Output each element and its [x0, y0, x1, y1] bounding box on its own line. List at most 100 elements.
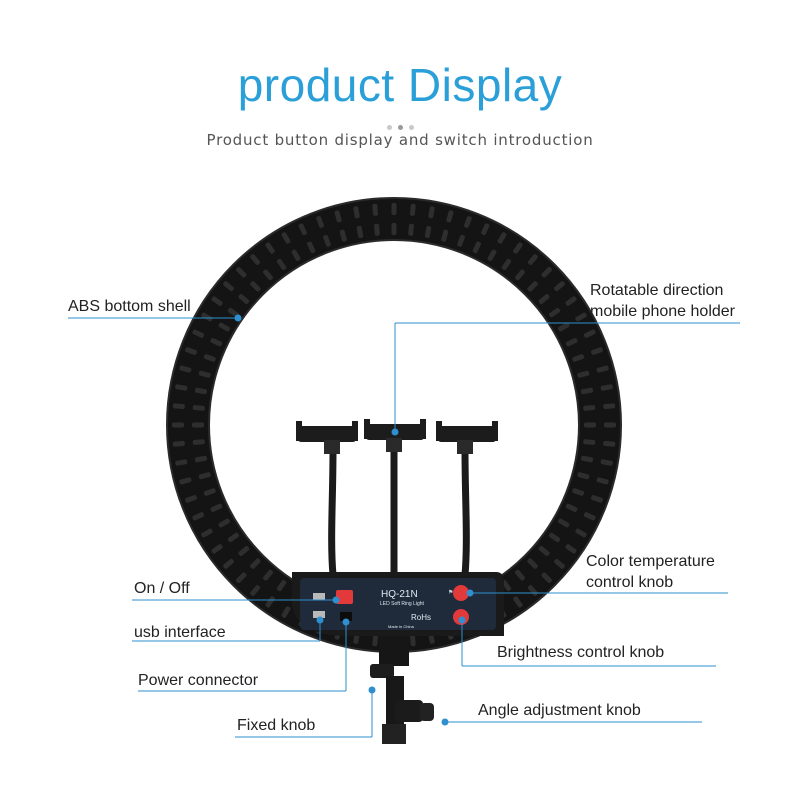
ring-ridge [513, 596, 523, 608]
ring-ridge [391, 203, 397, 215]
ring-ridge [583, 405, 596, 411]
ring-ridge [583, 439, 596, 445]
ring-ridge [263, 269, 273, 281]
ring-ridge [565, 296, 577, 306]
ring-ridge [409, 634, 416, 647]
ring-ridge [263, 569, 273, 581]
callout-color-temp-line1: Color temperature [586, 553, 715, 570]
phone-holder-right [436, 421, 498, 576]
ring-ridge [527, 558, 538, 569]
ring-ridge [604, 422, 616, 428]
ring-ridge [541, 267, 552, 278]
ring-ridge [194, 455, 208, 463]
ring-ridge [501, 579, 512, 592]
ring-ridge [497, 232, 507, 244]
ring-ridge [374, 223, 380, 236]
ring-ridge [238, 294, 250, 304]
ring-ridge [481, 223, 490, 236]
ring-ridge [198, 370, 211, 378]
callout-abs-bottom-shell: ABS bottom shell [68, 298, 191, 315]
ring-ridge [194, 387, 208, 395]
ring-ridge [203, 354, 216, 362]
callout-on-off: On / Off [134, 580, 190, 597]
ring-ridge [554, 558, 565, 569]
ring-ridge [192, 329, 205, 338]
ring-ridge [192, 512, 205, 521]
ring-ridge [464, 216, 472, 228]
ring-ridge [185, 347, 197, 355]
ring-ridge [307, 241, 316, 254]
mount-bracket [370, 636, 434, 744]
panel-made-in-label: Made in China [388, 624, 414, 629]
ring-ridge [179, 365, 192, 373]
ring-ridge [281, 232, 291, 244]
ring-ridge [600, 459, 613, 466]
ring-ridge [179, 477, 192, 485]
ring-ridge [572, 354, 585, 362]
ring-ridge [565, 544, 577, 554]
callout-usb-interface: usb interface [134, 624, 226, 641]
page-subtitle: Product button display and switch introd… [206, 131, 594, 149]
ring-ridge [276, 258, 287, 271]
ring-ridge [265, 242, 275, 254]
ring-ridge [238, 546, 250, 556]
ring-ridge [323, 234, 331, 247]
ring-ridge [372, 634, 379, 647]
ring-ridge [175, 459, 188, 466]
ring-ridge [281, 606, 291, 618]
ring-ridge [201, 312, 213, 322]
ring-ridge [515, 569, 525, 581]
ring-ridge [575, 312, 587, 322]
ring-ridge [192, 422, 204, 428]
ring-ridge [596, 365, 609, 373]
ring-ridge [236, 267, 247, 278]
ring-ridge [424, 225, 432, 239]
ring-ridge [372, 203, 379, 216]
ring-ridge [211, 296, 223, 306]
ring-ridge [223, 558, 234, 569]
usb-port-top [313, 593, 325, 600]
ring-ridge [583, 329, 596, 338]
ring-ridge [591, 347, 603, 355]
ring-ridge [250, 281, 261, 292]
ring-ridge [584, 422, 596, 428]
ring-ridge [236, 572, 247, 583]
ring-ridge [391, 223, 397, 235]
ring-ridge [580, 455, 594, 463]
ring-ridge [527, 281, 538, 292]
ring-ridge [298, 223, 307, 236]
ring-ridge [223, 281, 234, 292]
ring-ridge [577, 370, 590, 378]
ring-ridge [198, 472, 211, 480]
ring-ridge [172, 422, 184, 428]
ring-ridge [211, 544, 223, 554]
callout-color-temp-line2: control knob [586, 574, 674, 591]
ring-ridge [575, 528, 587, 538]
ring-ridge [501, 258, 512, 271]
ring-ridge [513, 242, 523, 254]
usb-port-bottom [313, 611, 325, 618]
ring-ridge [201, 528, 213, 538]
panel-model-label: HQ-21N [381, 589, 418, 600]
ring-ridge [210, 503, 223, 512]
ring-ridge [596, 477, 609, 485]
ring-ridge [210, 338, 223, 347]
callout-fixed-knob: Fixed knob [237, 717, 316, 734]
angle-knob-icon [420, 703, 434, 721]
power-switch-icon [336, 590, 353, 604]
ring-ridge [175, 384, 188, 391]
ring-ridge [265, 596, 275, 608]
ring-ridge [185, 495, 197, 503]
phone-holder-center [364, 419, 426, 575]
ring-ridge [428, 206, 435, 219]
ring-ridge [316, 216, 324, 228]
ring-ridge [218, 518, 230, 528]
phone-holder-left [296, 421, 358, 576]
ring-ridge [572, 488, 585, 496]
ring-ridge [172, 440, 185, 447]
ring-ridge [558, 322, 570, 332]
ring-ridge [339, 229, 347, 242]
callout-power-connector: Power connector [138, 672, 259, 689]
ring-ridge [580, 387, 594, 395]
